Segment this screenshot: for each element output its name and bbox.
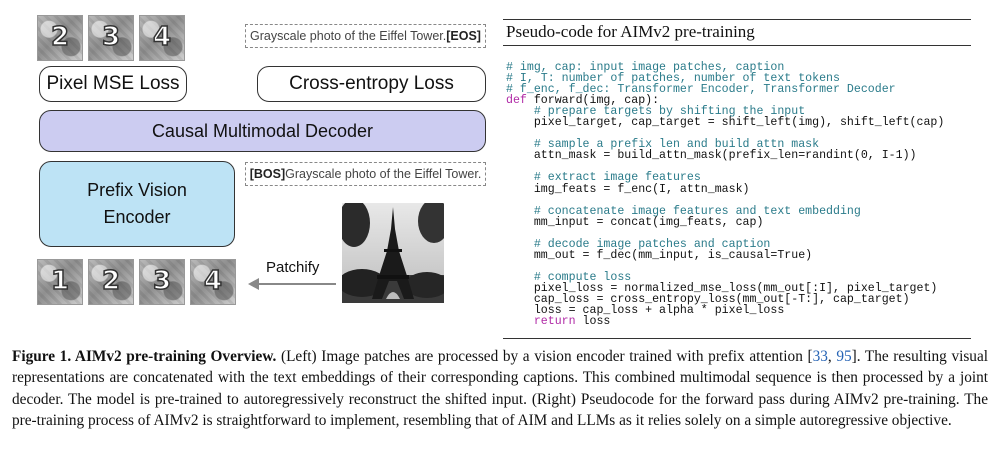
code-line: img_feats = f_enc(I, attn_mask) [506,182,750,196]
figure-caption: Figure 1. AIMv2 pre-training Overview. (… [12,346,988,431]
bottom-rule [503,338,971,339]
citation-link-95[interactable]: 95 [836,348,852,365]
output-patch-3: 3 [88,15,134,61]
decoder-label: Causal Multimodal Decoder [151,120,374,141]
citation-separator: , [827,348,837,365]
top-rule [503,19,971,20]
patch-number: 4 [203,265,223,297]
code-block: # img, cap: input image patches, caption… [506,61,945,329]
target-caption-eos: Grayscale photo of the Eiffel Tower. [EO… [245,24,486,48]
title-rule [503,45,971,46]
patchify-arrow-icon [248,278,336,290]
code-line: # f_enc, f_dec: Transformer Encoder, Tra… [506,83,896,97]
input-patch-1: 1 [37,259,83,305]
patch-number: 1 [50,265,70,297]
bos-token: [BOS] [249,167,286,181]
caption-text: Grayscale photo of the Eiffel Tower. [250,29,447,43]
patch-number: 2 [50,21,70,53]
input-patch-2: 2 [88,259,134,305]
output-patch-2: 2 [37,15,83,61]
patchify-label: Patchify [266,259,320,276]
code-line: def forward(img, cap): [506,94,660,108]
code-line: # I, T: number of patches, number of tex… [506,72,840,86]
code-line: mm_out = f_dec(mm_input, is_causal=True) [506,248,813,262]
input-patch-3: 3 [139,259,185,305]
code-line: pixel_target, cap_target = shift_left(im… [506,116,945,130]
code-line: # sample a prefix len and build attn mas… [506,138,820,152]
code-line: attn_mask = build_attn_mask(prefix_len=r… [506,149,917,163]
eos-token: [EOS] [446,29,481,43]
pixel-mse-loss-label: Pixel MSE Loss [46,73,180,94]
encoder-label-line1: Prefix Vision [87,180,187,200]
figure-label: Figure 1. AIMv2 pre-training Overview. [12,348,277,365]
patch-number: 3 [101,21,121,53]
input-patch-4: 4 [190,259,236,305]
code-line: # prepare targets by shifting the input [506,105,806,119]
encoder-label-line2: Encoder [103,207,171,227]
code-line: loss = cap_loss + alpha * pixel_loss [506,304,785,318]
code-line: cap_loss = cross_entropy_loss(mm_out[-T:… [506,292,910,306]
code-line: # concatenate image features and text em… [506,204,861,218]
cross-entropy-loss-label: Cross-entropy Loss [289,73,454,94]
code-line: return loss [506,315,611,329]
code-line: mm_input = concat(img_feats, cap) [506,215,764,229]
caption-text-1: (Left) Image patches are processed by a … [276,348,813,365]
pseudocode-title: Pseudo-code for AIMv2 pre-training [506,22,755,41]
code-line: pixel_loss = normalized_mse_loss(mm_out[… [506,281,938,295]
cross-entropy-loss-box: Cross-entropy Loss [257,66,486,102]
pixel-mse-loss-box: Pixel MSE Loss [39,66,187,102]
code-keyword: return [506,315,576,329]
output-patch-4: 4 [139,15,185,61]
citation-link-33[interactable]: 33 [812,348,828,365]
patch-number: 3 [152,265,172,297]
caption-text: Grayscale photo of the Eiffel Tower. [285,167,482,181]
prefix-vision-encoder-box: Prefix Vision Encoder [39,161,235,247]
eiffel-tower-image [342,203,444,303]
code-line: # img, cap: input image patches, caption [506,61,785,74]
patch-number: 2 [101,265,121,297]
patch-number: 4 [152,21,172,53]
input-caption-bos: [BOS] Grayscale photo of the Eiffel Towe… [245,162,486,186]
code-line: # extract image features [506,171,701,185]
code-line: # decode image patches and caption [506,237,771,251]
causal-multimodal-decoder-box: Causal Multimodal Decoder [39,110,486,152]
code-keyword: def [506,94,527,108]
caption-text-2: ]. The resulting visual representations … [12,348,988,429]
code-line: # compute loss [506,270,632,284]
